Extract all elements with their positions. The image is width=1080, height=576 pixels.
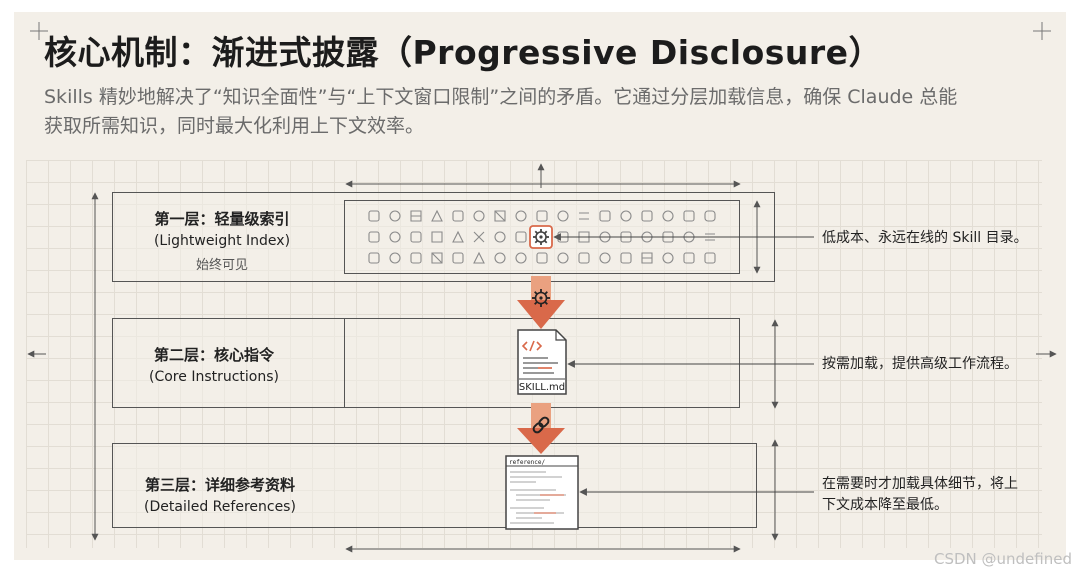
layer-2-name: 第二层：核心指令: [153, 346, 274, 364]
code-icon: [521, 340, 543, 352]
layer-2-english: (Core Instructions): [149, 369, 279, 385]
layer-3-label: 第三层：详细参考资料 (Detailed References): [120, 474, 320, 515]
layer-1-name: 第一层：轻量级索引: [154, 210, 290, 228]
skill-md-file: SKILL.md: [517, 329, 567, 395]
layer-3-description-line-1: 在需要时才加载具体细节，将上: [822, 476, 1018, 492]
layer-2-label: 第二层：核心指令 (Core Instructions): [114, 344, 314, 385]
gear-icon: [529, 225, 553, 249]
gear-icon: [532, 289, 550, 307]
layer-2-description: 按需加载，提供高级工作流程。: [822, 356, 1018, 372]
layer-1-english: (Lightweight Index): [153, 233, 291, 249]
page-title: 核心机制：渐进式披露（Progressive Disclosure）: [44, 33, 883, 72]
layer-3-english: (Detailed References): [144, 499, 296, 515]
layer-3-description-line-2: 下文成本降至最低。: [822, 497, 948, 513]
subtitle-line-1: Skills 精妙地解决了“知识全面性”与“上下文窗口限制”之间的矛盾。它通过分…: [44, 86, 958, 108]
dimension-lines: [27, 163, 1057, 553]
down-arrow-2: [517, 403, 565, 454]
layer-1-description: 低成本、永远在线的 Skill 目录。: [822, 230, 1028, 246]
watermark: CSDN @undefined: [933, 550, 1072, 568]
subtitle-line-2: 获取所需知识，同时最大化利用上下文效率。: [44, 115, 425, 137]
layer-3-description: 在需要时才加载具体细节，将上 下文成本降至最低。: [822, 474, 1018, 516]
pointer-lines: [553, 233, 814, 496]
reference-label: reference/: [509, 459, 546, 466]
link-icon: [532, 416, 550, 434]
down-arrow-1: [517, 276, 565, 329]
layer-1-note: 始终可见: [195, 258, 248, 273]
reference-file: reference/: [505, 455, 579, 530]
skill-md-label: SKILL.md: [519, 382, 565, 393]
crosshair-icon: [30, 22, 1051, 40]
layer-3-box: [112, 443, 757, 528]
layer-3-name: 第三层：详细参考资料: [144, 476, 295, 494]
layer-1-label: 第一层：轻量级索引 (Lightweight Index) 始终可见: [122, 208, 322, 273]
